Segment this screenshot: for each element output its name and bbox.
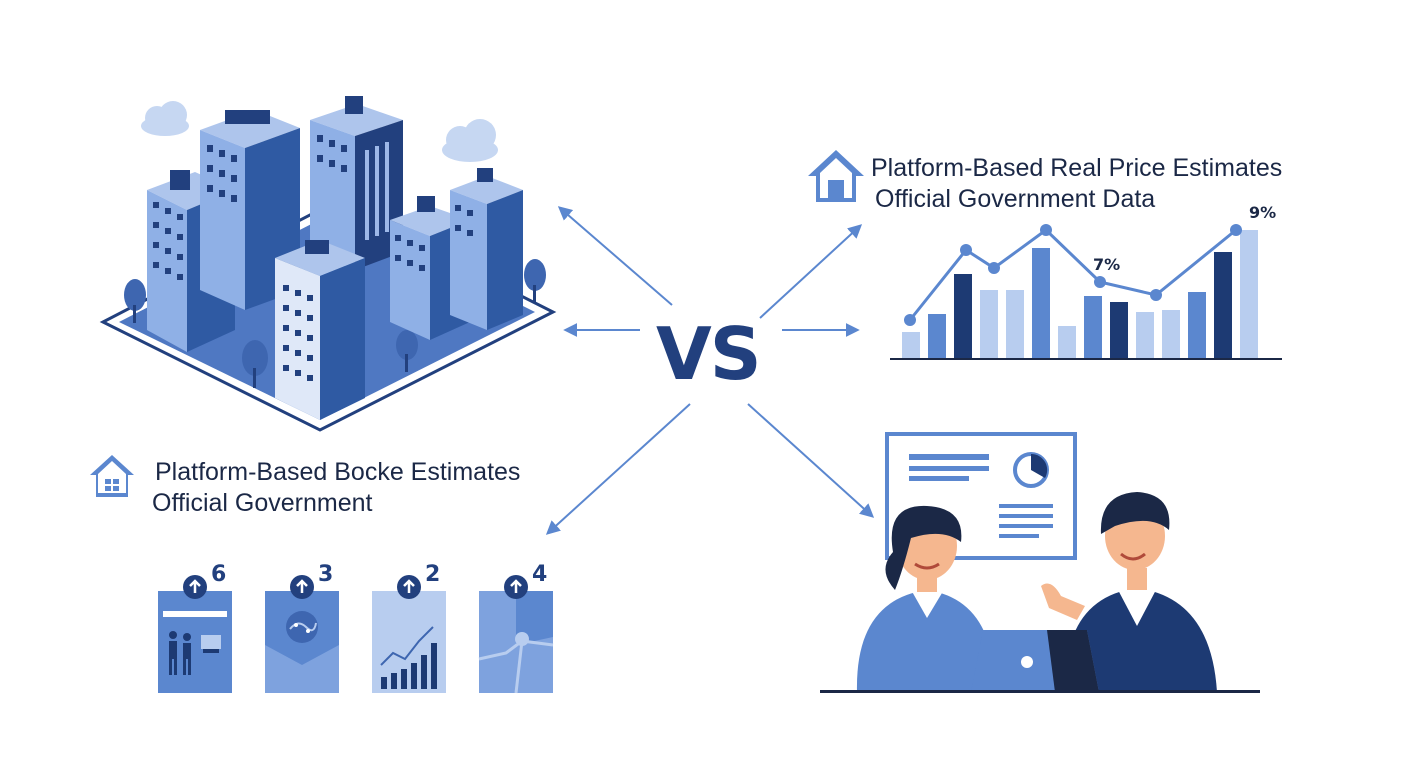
trend-point bbox=[904, 314, 916, 326]
person-man bbox=[1041, 492, 1217, 692]
right-heading-line2: Official Government Data bbox=[875, 185, 1156, 213]
chart-bar bbox=[1084, 296, 1102, 358]
chart-bar bbox=[954, 274, 972, 358]
city-illustration bbox=[99, 96, 557, 432]
trend-point bbox=[1150, 289, 1162, 301]
trend-point bbox=[1094, 276, 1106, 288]
network-map-icon bbox=[478, 639, 554, 694]
chart-bar bbox=[902, 332, 920, 358]
vs-label: VS bbox=[656, 312, 762, 396]
chart-bar bbox=[980, 290, 998, 358]
people-at-office-icon bbox=[169, 631, 221, 675]
cloud-icon bbox=[141, 101, 189, 136]
card-growth-chart bbox=[372, 575, 446, 693]
card-number: 4 bbox=[532, 562, 548, 587]
bar-chart bbox=[890, 224, 1282, 360]
chart-bar bbox=[928, 314, 946, 358]
house-icon bbox=[808, 150, 864, 202]
annotation-label: 9% bbox=[1249, 203, 1277, 222]
right-heading-line1: Platform-Based Real Price Estimates bbox=[871, 154, 1283, 182]
left-heading-line1: Platform-Based Bocke Estimates bbox=[155, 458, 521, 486]
card-number: 6 bbox=[211, 562, 227, 587]
chart-bar bbox=[1058, 326, 1076, 358]
card-number: 3 bbox=[318, 562, 334, 587]
card-number: 2 bbox=[425, 562, 441, 587]
annotation-label: 7% bbox=[1093, 255, 1121, 274]
arrow-up-right bbox=[759, 224, 863, 319]
trend-point bbox=[988, 262, 1000, 274]
chart-bar bbox=[1188, 292, 1206, 358]
chart-bar bbox=[1162, 310, 1180, 358]
chart-bar bbox=[1136, 312, 1154, 358]
map-pin-icon bbox=[286, 611, 318, 643]
house-icon bbox=[90, 455, 134, 497]
card-map-pin bbox=[265, 575, 339, 693]
chart-bar bbox=[1006, 290, 1024, 358]
trend-point bbox=[1040, 224, 1052, 236]
trend-point bbox=[960, 244, 972, 256]
pie-chart-icon bbox=[1013, 452, 1049, 488]
arrow-down-left bbox=[545, 403, 691, 535]
person-woman bbox=[856, 505, 995, 692]
arrow-down-right bbox=[747, 403, 875, 518]
cloud-icon bbox=[442, 119, 498, 162]
chart-bar bbox=[1110, 302, 1128, 358]
left-heading-line2: Official Government bbox=[152, 489, 373, 517]
desk bbox=[820, 690, 1260, 693]
chart-bar bbox=[1214, 252, 1232, 358]
chart-bar bbox=[1032, 248, 1050, 358]
arrow-up-left bbox=[557, 206, 673, 306]
card-network-map bbox=[478, 575, 554, 694]
meeting-illustration bbox=[820, 432, 1260, 693]
trend-point bbox=[1230, 224, 1242, 236]
growth-chart-icon bbox=[381, 643, 437, 689]
card-people-at-office bbox=[158, 575, 232, 693]
chart-bar bbox=[1240, 230, 1258, 358]
